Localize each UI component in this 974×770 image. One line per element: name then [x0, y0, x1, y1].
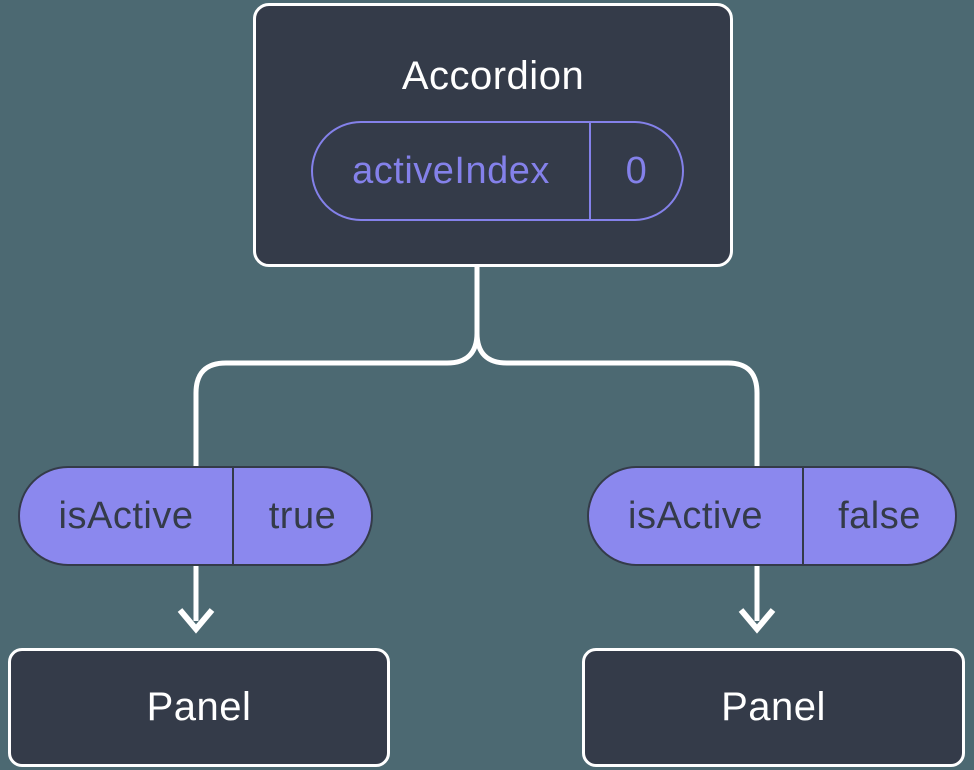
accordion-node: Accordion activeIndex 0 [253, 3, 733, 267]
prop-pill-divider [232, 468, 234, 564]
accordion-node-title: Accordion [401, 54, 585, 98]
prop-name-label: isActive [58, 494, 194, 537]
state-pill-activeindex: activeIndex 0 [311, 121, 684, 221]
prop-pill-divider [802, 468, 804, 564]
arrow-down-right-icon [738, 608, 776, 634]
panel-node-right: Panel [582, 648, 965, 767]
prop-pill-isactive-false: isActive false [587, 466, 957, 566]
prop-name-label: isActive [628, 494, 763, 537]
prop-value-label: false [838, 494, 921, 537]
arrow-down-left-icon [177, 608, 215, 634]
prop-pill-isactive-true: isActive true [18, 466, 373, 566]
state-name-label: activeIndex [352, 149, 550, 192]
state-value-label: 0 [625, 149, 648, 192]
connector-branch-left [193, 267, 480, 470]
state-pill-divider [589, 123, 591, 219]
connector-branch-right [474, 332, 760, 470]
panel-node-left: Panel [8, 648, 390, 767]
prop-value-label: true [268, 494, 337, 537]
